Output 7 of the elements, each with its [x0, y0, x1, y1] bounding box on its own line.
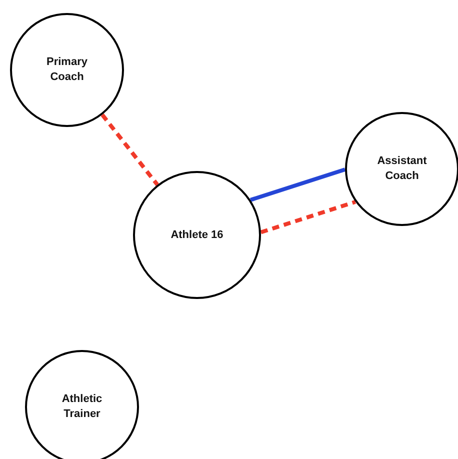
connector-line — [250, 168, 346, 202]
node-label: Athlete 16 — [170, 228, 224, 242]
node-label: Assistant Coach — [376, 154, 428, 184]
connector-line — [100, 114, 159, 186]
node-label: Athletic Trainer — [60, 392, 104, 422]
node-label: Primary Coach — [46, 55, 88, 85]
connector-line — [260, 200, 356, 234]
